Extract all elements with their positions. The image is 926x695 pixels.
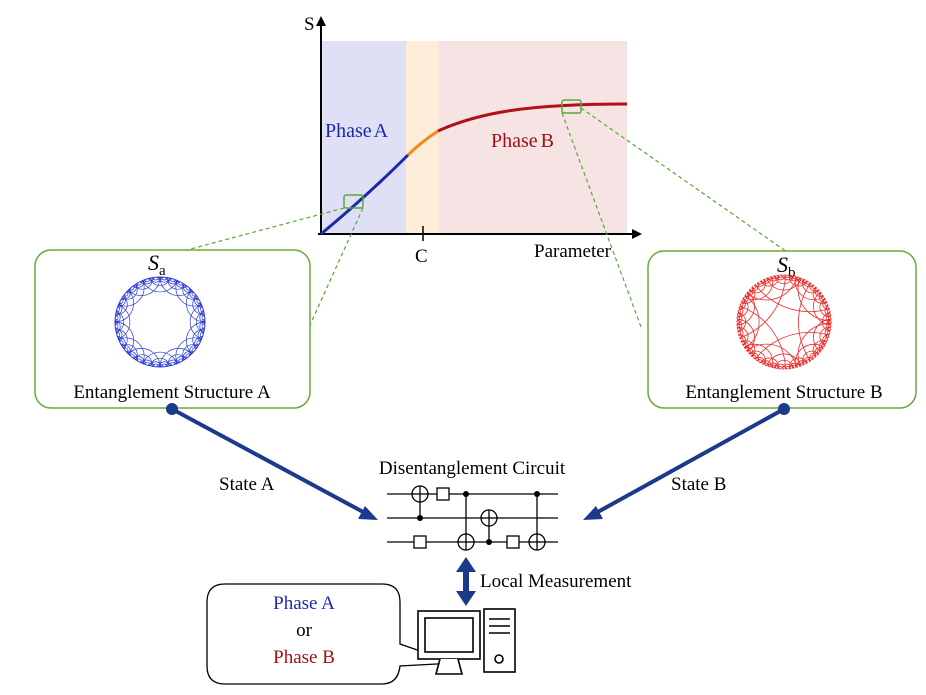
structure-a-caption: Entanglement Structure A — [73, 382, 271, 403]
result-bubble: Phase A or Phase B — [206, 583, 456, 685]
computer-icon — [417, 608, 516, 675]
critical-tick-label: C — [415, 246, 428, 267]
transition-region — [406, 41, 439, 234]
circuit-title: Disentanglement Circuit — [379, 458, 566, 479]
cnot-control-1 — [417, 515, 423, 521]
result-phase-a: Phase A — [273, 593, 335, 614]
structure-a-symbol: Sa — [148, 250, 166, 279]
speech-bubble — [206, 583, 456, 685]
result-phase-b: Phase B — [273, 647, 335, 668]
zoom-lines — [186, 107, 788, 328]
gate-box-3 — [506, 535, 520, 549]
arrow-state-b — [595, 407, 785, 515]
zoom-box-a — [343, 194, 364, 209]
cnot-control-3 — [486, 539, 492, 545]
local-measurement: Local Measurement — [456, 557, 632, 606]
cnot-control-2 — [463, 491, 469, 497]
x-axis-arrowhead — [632, 229, 642, 239]
curve-phase-b — [437, 102, 628, 133]
zoom-line-b-bottom — [561, 112, 642, 328]
arrow-state-b-head — [583, 506, 603, 520]
structure-a-panel: Sa Entanglement Structure A — [34, 249, 311, 409]
cnot-control-4 — [534, 491, 540, 497]
measurement-arrow-down — [456, 591, 476, 606]
state-arrows: State A State B — [166, 403, 790, 520]
state-b-label: State B — [671, 474, 726, 495]
measurement-arrow-up — [456, 557, 476, 572]
structure-b-caption: Entanglement Structure B — [685, 382, 882, 403]
x-axis-label: Parameter — [534, 241, 612, 262]
structure-b-panel: Sb Entanglement Structure B — [647, 250, 917, 409]
curve-phase-a — [320, 153, 410, 236]
zoom-line-a-top — [186, 207, 345, 251]
gate-box-1 — [436, 487, 450, 501]
structure-b-symbol: Sb — [777, 252, 796, 281]
local-measurement-label: Local Measurement — [480, 571, 632, 592]
arrow-state-a-head — [358, 506, 378, 520]
zoom-box-b — [561, 99, 582, 114]
curve-transition — [406, 129, 439, 157]
y-axis-label: S — [304, 14, 315, 35]
arrow-state-a — [171, 407, 366, 515]
y-axis-arrowhead — [316, 16, 326, 26]
gate-box-2 — [413, 535, 427, 549]
zoom-line-a-bottom — [309, 207, 364, 326]
state-a-label: State A — [219, 474, 275, 495]
disentanglement-circuit: Disentanglement Circuit — [379, 458, 566, 551]
result-or: or — [296, 620, 313, 641]
phase-b-region — [439, 41, 627, 234]
